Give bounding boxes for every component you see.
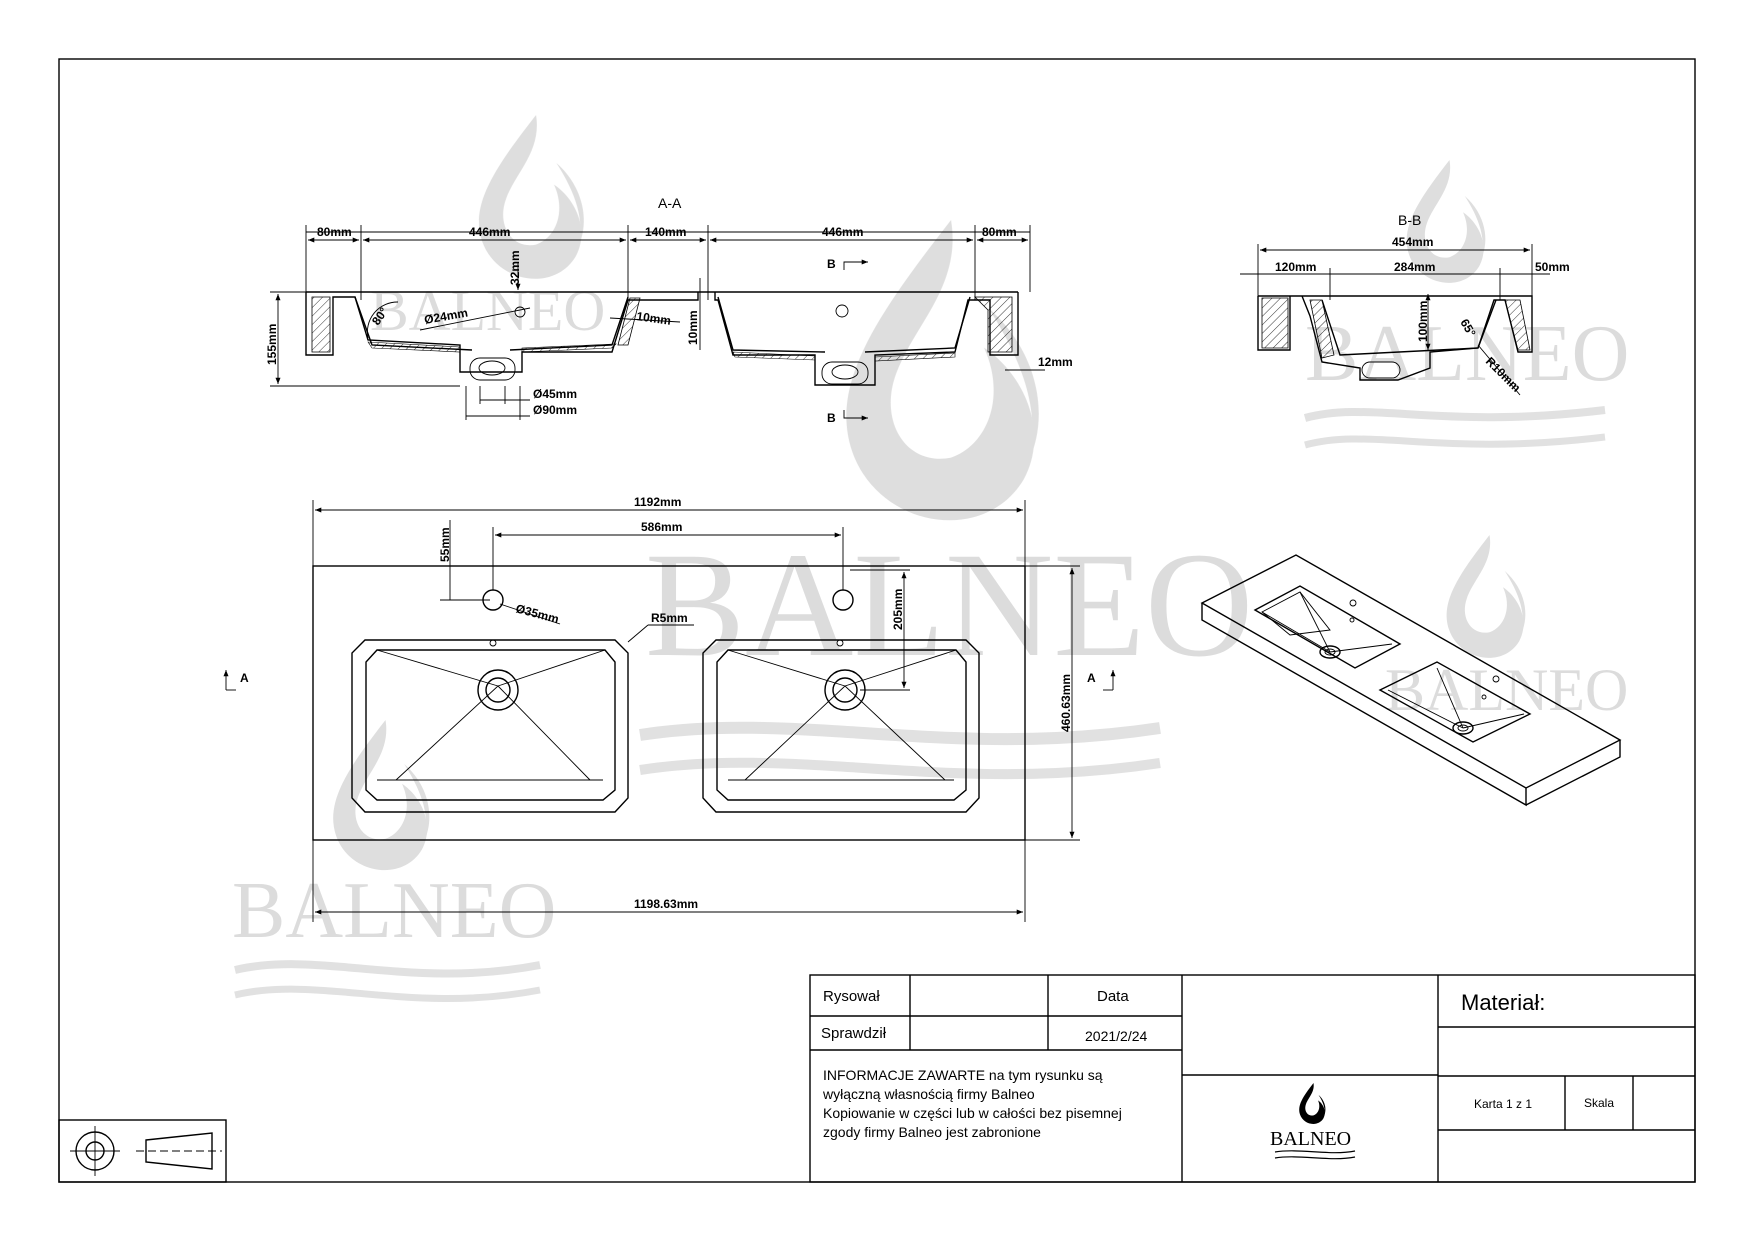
dim-aa-wall10-vert: 10mm <box>686 310 700 345</box>
section-aa-title: A-A <box>658 195 682 211</box>
dim-aa-drain90: Ø90mm <box>533 403 577 417</box>
section-b-marker-top: B <box>827 257 836 271</box>
drawn-by-label: Rysował <box>823 988 880 1005</box>
dim-aa-80-right: 80mm <box>982 225 1017 239</box>
dim-aa-80-left: 80mm <box>317 225 352 239</box>
dim-plan-hole35: Ø35mm <box>514 601 560 626</box>
dim-aa-446-right: 446mm <box>822 225 863 239</box>
material-label: Materiał: <box>1461 990 1545 1015</box>
title-block-logo-text: BALNEO <box>1270 1128 1351 1150</box>
isometric-view <box>1200 554 1622 807</box>
title-block: Rysował Sprawdził Data 2021/2/24 INFORMA… <box>809 974 1696 1183</box>
section-a-marker-right: A <box>1087 671 1096 685</box>
dim-aa-wall10: 10mm <box>636 309 672 328</box>
dim-plan-r5: R5mm <box>651 611 688 625</box>
dim-bb-100: 100mm <box>1416 301 1430 342</box>
dim-aa-drain45: Ø45mm <box>533 387 577 401</box>
dim-aa-140: 140mm <box>645 225 686 239</box>
section-b-marker-bottom: B <box>827 411 836 425</box>
dim-plan-top: 1192mm <box>634 495 681 509</box>
balneo-drop-icon <box>1299 1083 1326 1124</box>
watermark-drop-icon <box>333 720 430 871</box>
plan-view: 1192mm 586mm 55mm Ø35mm R5mm 205mm 460.6… <box>223 495 1116 922</box>
dim-plan-width: 460.63mm <box>1059 674 1073 732</box>
date-value: 2021/2/24 <box>1085 1028 1147 1044</box>
section-aa-view: A-A 80mm 446 <box>265 195 1073 425</box>
checked-by-label: Sprawdził <box>821 1025 887 1042</box>
watermark-drop-icon <box>1446 535 1526 658</box>
section-a-marker-left: A <box>240 671 249 685</box>
notice-line-4: zgody firmy Balneo jest zabronione <box>823 1124 1041 1140</box>
notice-line-1: INFORMACJE ZAWARTE na tym rysunku są <box>823 1067 1103 1083</box>
sheet-number: Karta 1 z 1 <box>1474 1097 1532 1111</box>
watermark-text: BALNEO <box>232 867 556 955</box>
notice-line-2: wyłączną własnością firmy Balneo <box>822 1086 1035 1102</box>
watermark-text: BALNEO <box>370 278 605 343</box>
dim-bb-120: 120mm <box>1275 260 1316 274</box>
dim-plan-spacing: 586mm <box>641 520 682 534</box>
third-angle-projection-icon <box>58 1119 227 1183</box>
notice-line-3: Kopiowanie w części lub w całości bez pi… <box>823 1105 1122 1121</box>
dim-bb-454: 454mm <box>1392 235 1433 249</box>
dim-plan-55: 55mm <box>438 527 452 562</box>
dim-aa-32: 32mm <box>508 250 522 285</box>
section-bb-title: B-B <box>1398 212 1421 228</box>
dim-aa-edge12: 12mm <box>1038 355 1073 369</box>
dim-aa-446-left: 446mm <box>469 225 510 239</box>
dim-aa-height: 155mm <box>265 324 279 365</box>
watermark-text: BALNEO <box>645 522 1253 688</box>
dim-bb-50: 50mm <box>1535 260 1570 274</box>
dim-plan-bottom: 1198.63mm <box>634 897 698 911</box>
dim-plan-205: 205mm <box>891 589 905 630</box>
watermark-drop-icon <box>478 115 584 279</box>
dim-bb-284: 284mm <box>1394 260 1435 274</box>
scale-label: Skala <box>1584 1096 1614 1110</box>
date-label: Data <box>1097 988 1129 1005</box>
